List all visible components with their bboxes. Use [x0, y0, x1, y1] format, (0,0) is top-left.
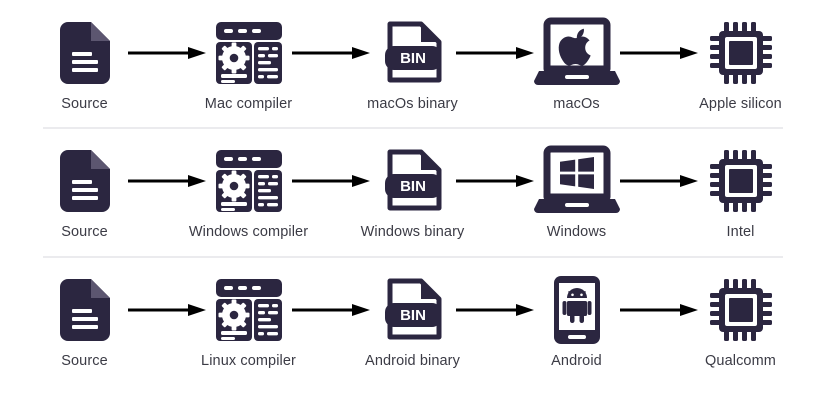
arrow-right-icon [127, 20, 206, 86]
node-compiler-linux: Linux compiler [197, 277, 301, 369]
laptop-windows-icon [533, 145, 620, 214]
node-label: Source [61, 353, 108, 369]
node-compiler-windows: Windows compiler [189, 148, 308, 240]
arrow-right-icon [455, 148, 534, 214]
node-label: Mac compiler [204, 96, 293, 112]
row-divider [42, 127, 783, 129]
compiler-window-icon [215, 277, 282, 343]
document-icon [59, 20, 110, 86]
node-chip-qualcomm: Qualcomm [689, 277, 793, 369]
node-binary-android: BIN Android binary [361, 277, 465, 369]
binary-file-icon: BIN [384, 277, 441, 343]
document-icon [59, 148, 110, 214]
arrow-right-icon [127, 148, 206, 214]
node-chip-intel: Intel [689, 148, 793, 240]
node-label: Windows binary [360, 224, 465, 240]
arrow-right-icon [455, 277, 534, 343]
arrow-right-icon [291, 148, 370, 214]
node-label: Linux compiler [201, 353, 296, 369]
node-label: Intel [726, 224, 755, 240]
arrow-right-icon [619, 20, 698, 86]
node-binary-windows: BIN Windows binary [361, 148, 465, 240]
laptop-apple-icon [533, 17, 620, 86]
node-label: Android [551, 353, 602, 369]
binary-file-icon: BIN [384, 148, 441, 214]
compiler-window-icon [215, 148, 282, 214]
pipeline-row-windows: Source [33, 129, 793, 256]
node-platform-macos: macOs [525, 17, 629, 112]
node-label: Android binary [365, 353, 460, 369]
arrow-right-icon [291, 277, 370, 343]
cpu-chip-icon [709, 20, 772, 86]
arrow-right-icon [619, 148, 698, 214]
node-chip-apple-silicon: Apple silicon [689, 20, 793, 112]
pipeline-row-android: Source [33, 258, 793, 385]
node-compiler-mac: Mac compiler [197, 20, 301, 112]
node-label: macOs binary [367, 96, 458, 112]
node-label: Source [61, 96, 108, 112]
node-label: Apple silicon [699, 96, 782, 112]
pipeline-row-macos: Source [33, 0, 793, 127]
node-label: macOs [553, 96, 600, 112]
node-label: Windows [546, 224, 607, 240]
node-source-android: Source [33, 277, 137, 369]
phone-android-icon [553, 276, 600, 344]
node-source-macos: Source [33, 20, 137, 112]
node-binary-macos: BIN macOs binary [361, 20, 465, 112]
row-divider [42, 256, 783, 258]
compiler-window-icon [215, 20, 282, 86]
node-label: Qualcomm [705, 353, 776, 369]
arrow-right-icon [291, 20, 370, 86]
node-platform-windows: Windows [525, 145, 629, 240]
binary-file-icon: BIN [384, 20, 441, 86]
binary-badge-text: BIN [400, 307, 426, 324]
cpu-chip-icon [709, 148, 772, 214]
binary-badge-text: BIN [400, 50, 426, 67]
node-source-windows: Source [33, 148, 137, 240]
arrow-right-icon [127, 277, 206, 343]
arrow-right-icon [619, 277, 698, 343]
document-icon [59, 277, 110, 343]
node-label: Source [61, 224, 108, 240]
cpu-chip-icon [709, 277, 772, 343]
arrow-right-icon [455, 20, 534, 86]
node-label: Windows compiler [188, 224, 309, 240]
node-platform-android: Android [525, 276, 629, 369]
binary-badge-text: BIN [400, 178, 426, 195]
